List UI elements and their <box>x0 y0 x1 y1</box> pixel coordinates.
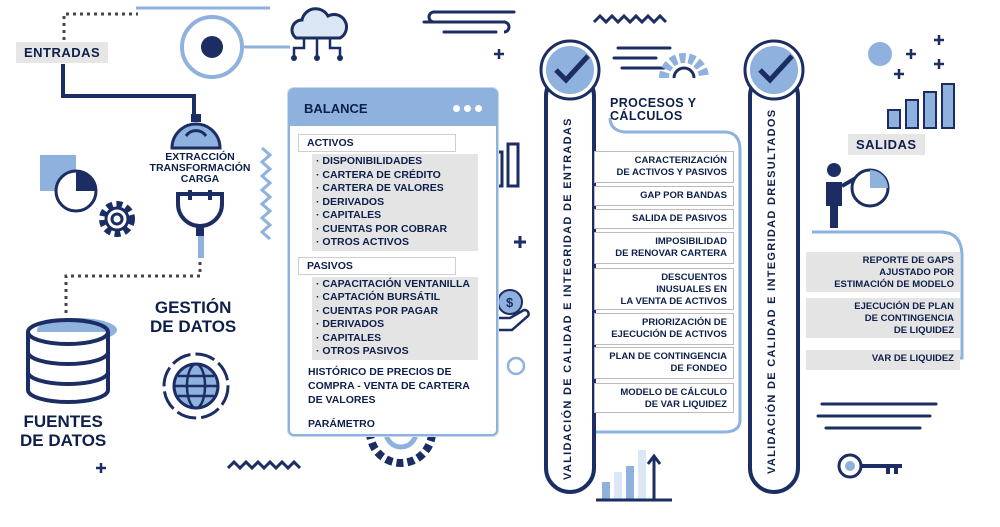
list-item: CUENTAS POR COBRAR <box>316 223 478 237</box>
process-line: DE FONDEO <box>670 363 727 374</box>
check-circle-icon <box>743 39 805 101</box>
process-item: PLAN DE CONTINGENCIA DE FONDEO <box>594 347 734 379</box>
more-dots-icon[interactable] <box>453 104 482 112</box>
output-line: EJECUCIÓN DE PLAN <box>854 301 954 312</box>
etl-line-2: TRANSFORMACIÓN <box>149 162 251 174</box>
gestion-line-2: DE DATOS <box>150 317 237 336</box>
database-icon <box>26 318 117 404</box>
output-line: VAR DE LIQUIDEZ <box>871 353 954 364</box>
gear-header-icon <box>612 46 709 79</box>
fuentes-line-1: FUENTES <box>23 412 103 431</box>
list-item: CAPITALES <box>316 332 478 346</box>
process-line: DESCUENTOS <box>661 272 727 283</box>
output-line: REPORTE DE GAPS <box>862 255 954 266</box>
fuentes-line-2: DE DATOS <box>20 431 107 450</box>
etl-funnel-icon <box>170 114 222 150</box>
balance-panel: BALANCE ACTIVOS DISPONIBILIDADES CARTERA… <box>288 88 498 436</box>
list-item: CAPACITACIÓN VENTANILLA <box>316 278 478 292</box>
validation-entradas-text: VALIDACIÓN DE CALIDAD E INTEGRIDAD DE EN… <box>562 117 574 480</box>
list-item: CUENTAS POR PAGAR <box>316 305 478 319</box>
historico-line-2: COMPRA - VENTA DE CARTERA <box>308 379 470 392</box>
plug-icon <box>176 190 224 236</box>
svg-text:$: $ <box>506 295 514 310</box>
output-item: REPORTE DE GAPS AJUSTADO POR ESTIMACIÓN … <box>806 252 960 292</box>
historico-text: HISTÓRICO DE PRECIOS DE COMPRA - VENTA D… <box>308 365 496 407</box>
activos-list: DISPONIBILIDADES CARTERA DE CRÉDITO CART… <box>312 154 478 251</box>
output-line: ESTIMACIÓN DE MODELO <box>834 279 954 290</box>
cloud-network-icon <box>290 7 349 61</box>
process-line: INUSUALES EN <box>656 284 727 295</box>
list-item: DISPONIBILIDADES <box>316 155 478 169</box>
activos-title: ACTIVOS <box>298 134 456 152</box>
balance-header: BALANCE <box>290 90 496 126</box>
balance-title: BALANCE <box>304 100 368 116</box>
growth-chart-icon <box>596 450 672 502</box>
parametro-text: PARÁMETRO <box>308 417 375 430</box>
output-item: VAR DE LIQUIDEZ <box>806 350 960 370</box>
list-item: OTROS ACTIVOS <box>316 236 478 250</box>
etl-line-1: EXTRACCIÓN <box>165 151 235 163</box>
process-line: PLAN DE CONTINGENCIA <box>609 351 727 362</box>
gear-small-icon <box>366 431 436 467</box>
list-item: CAPTACIÓN BURSÁTIL <box>316 291 478 305</box>
gear-icon <box>99 201 135 237</box>
process-line: LA VENTA DE ACTIVOS <box>620 296 727 307</box>
rising-bars-icon <box>887 83 955 129</box>
output-line: DE CONTINGENCIA <box>864 313 954 324</box>
presenter-chart-icon <box>826 163 890 228</box>
hand-coin-icon: $ <box>479 289 530 332</box>
key-icon <box>837 453 902 479</box>
process-line: DE RENOVAR CARTERA <box>615 248 727 259</box>
process-item: PRIORIZACIÓN DE EJECUCIÓN DE ACTIVOS <box>594 313 734 345</box>
list-item: CARTERA DE VALORES <box>316 182 478 196</box>
process-line: EJECUCIÓN DE ACTIVOS <box>611 329 727 340</box>
process-line: MODELO DE CÁLCULO <box>620 387 727 398</box>
historico-line-1: HISTÓRICO DE PRECIOS DE <box>308 365 452 378</box>
process-line: PRIORIZACIÓN DE <box>642 317 727 328</box>
check-circle-icon <box>539 39 601 101</box>
output-line: AJUSTADO POR <box>879 267 954 278</box>
process-item: IMPOSIBILIDAD DE RENOVAR CARTERA <box>594 232 734 264</box>
process-line: IMPOSIBILIDAD <box>655 236 727 247</box>
historico-line-3: DE VALORES <box>308 393 376 406</box>
process-item: GAP POR BANDAS <box>594 186 734 206</box>
output-item: EJECUCIÓN DE PLAN DE CONTINGENCIA DE LIQ… <box>806 298 960 338</box>
process-line: DE ACTIVOS Y PASIVOS <box>616 167 727 178</box>
process-item: DESCUENTOS INUSUALES EN LA VENTA DE ACTI… <box>594 268 734 310</box>
etl-line-3: CARGA <box>180 173 220 185</box>
process-line: DE VAR LIQUIDEZ <box>644 399 727 410</box>
entradas-label: ENTRADAS <box>16 42 109 63</box>
pie-chart-icon <box>40 155 98 213</box>
procesos-title-1: PROCESOS Y <box>610 96 697 110</box>
list-item: CARTERA DE CRÉDITO <box>316 169 478 183</box>
process-line: GAP POR BANDAS <box>640 190 727 201</box>
pasivos-title: PASIVOS <box>298 256 456 275</box>
list-item: CAPITALES <box>316 209 478 223</box>
list-item: OTROS PASIVOS <box>316 345 478 359</box>
process-item: CARACTERIZACIÓN DE ACTIVOS Y PASIVOS <box>594 151 734 183</box>
output-line: DE LIQUIDEZ <box>893 325 954 336</box>
salidas-label: SALIDAS <box>848 134 925 155</box>
validation-resultados-text: VALIDACIÓN DE CALIDAD E INTEGRIDAD DRESU… <box>766 108 778 474</box>
list-item: DERIVADOS <box>316 318 478 332</box>
process-line: CARACTERIZACIÓN <box>634 155 727 166</box>
list-item: DERIVADOS <box>316 196 478 210</box>
procesos-title-2: CÁLCULOS <box>610 109 683 123</box>
process-item: MODELO DE CÁLCULO DE VAR LIQUIDEZ <box>594 383 734 413</box>
gestion-line-1: GESTIÓN <box>154 298 232 317</box>
process-item: SALIDA DE PASIVOS <box>594 209 734 229</box>
process-line: SALIDA DE PASIVOS <box>631 213 727 224</box>
globe-icon <box>162 352 230 420</box>
pasivos-list: CAPACITACIÓN VENTANILLA CAPTACIÓN BURSÁT… <box>312 276 478 360</box>
